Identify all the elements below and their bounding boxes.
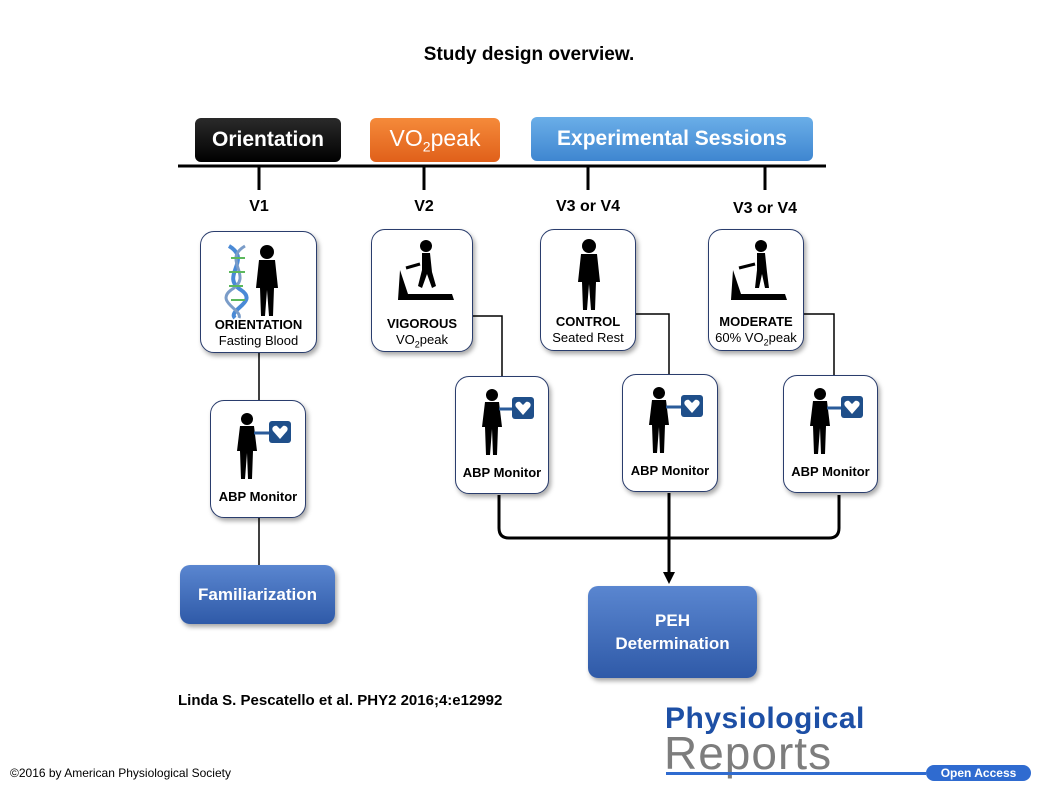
moderate-card-title: MODERATE: [719, 314, 793, 329]
moderate-card-subtitle: 60% VO2peak: [715, 330, 797, 348]
control-card-title: CONTROL: [555, 314, 621, 329]
vigorous-card: VIGOROUS VO2peak: [371, 229, 473, 352]
treadmill-runner-icon: [398, 240, 454, 300]
dna-person-icon: [224, 244, 278, 320]
vigorous-card-subtitle: VO2peak: [395, 332, 448, 350]
visit-label-v2: V2: [414, 198, 434, 215]
control-card-subtitle: Seated Rest: [552, 330, 624, 345]
abp-card-moderate-label: ABP Monitor: [791, 464, 870, 479]
phase-vo2-label: VO2peak: [389, 125, 481, 155]
journal-logo-bar: [666, 772, 926, 775]
open-access-badge: Open Access: [926, 765, 1031, 781]
abp-card-vigorous: ABP Monitor: [455, 376, 549, 494]
abp-card-moderate: ABP Monitor: [783, 375, 878, 493]
phase-vo2peak: VO2peak: [370, 118, 500, 162]
peh-determination-box: PEH Determination: [588, 586, 757, 678]
orientation-card: ORIENTATION Fasting Blood: [200, 231, 317, 353]
phase-experimental-label: Experimental Sessions: [557, 127, 787, 150]
journal-logo-title: Physiological: [665, 702, 865, 735]
phase-orientation: Orientation: [195, 118, 341, 162]
visit-label-v3-control: V3 or V4: [555, 198, 621, 215]
vigorous-card-title: VIGOROUS: [386, 316, 458, 331]
abp-monitor-icon: [810, 388, 863, 454]
abp-card-v1: ABP Monitor: [210, 400, 306, 518]
visit-label-v1: V1: [249, 198, 269, 215]
abp-card-vigorous-label: ABP Monitor: [462, 465, 542, 480]
peh-label-line1: PEH: [655, 611, 690, 630]
journal-logo-subtitle: Reports: [664, 727, 833, 779]
peh-label-line2: Determination: [615, 634, 730, 653]
phase-orientation-label: Orientation: [211, 128, 324, 151]
moderate-card: MODERATE 60% VO2peak: [708, 229, 804, 351]
abp-monitor-icon: [649, 387, 703, 453]
familiarization-box: Familiarization: [180, 565, 335, 624]
familiarization-label: Familiarization: [197, 585, 318, 604]
citation: Linda S. Pescatello et al. PHY2 2016;4:e…: [178, 692, 503, 709]
person-icon: [578, 239, 600, 310]
orientation-card-subtitle: Fasting Blood: [218, 333, 299, 348]
orientation-card-title: ORIENTATION: [214, 317, 303, 332]
treadmill-walker-icon: [731, 240, 787, 300]
phase-experimental-sessions: Experimental Sessions: [531, 117, 813, 161]
page-title: Study design overview.: [423, 44, 635, 65]
visit-label-v3-moderate: V3 or V4: [732, 200, 798, 217]
abp-card-v1-label: ABP Monitor: [218, 489, 298, 504]
abp-monitor-icon: [237, 413, 291, 479]
control-card: CONTROL Seated Rest: [540, 229, 636, 351]
copyright: ©2016 by American Physiological Society: [10, 766, 231, 780]
abp-card-control: ABP Monitor: [622, 374, 718, 492]
abp-monitor-icon: [482, 389, 534, 455]
abp-card-control-label: ABP Monitor: [630, 463, 710, 478]
